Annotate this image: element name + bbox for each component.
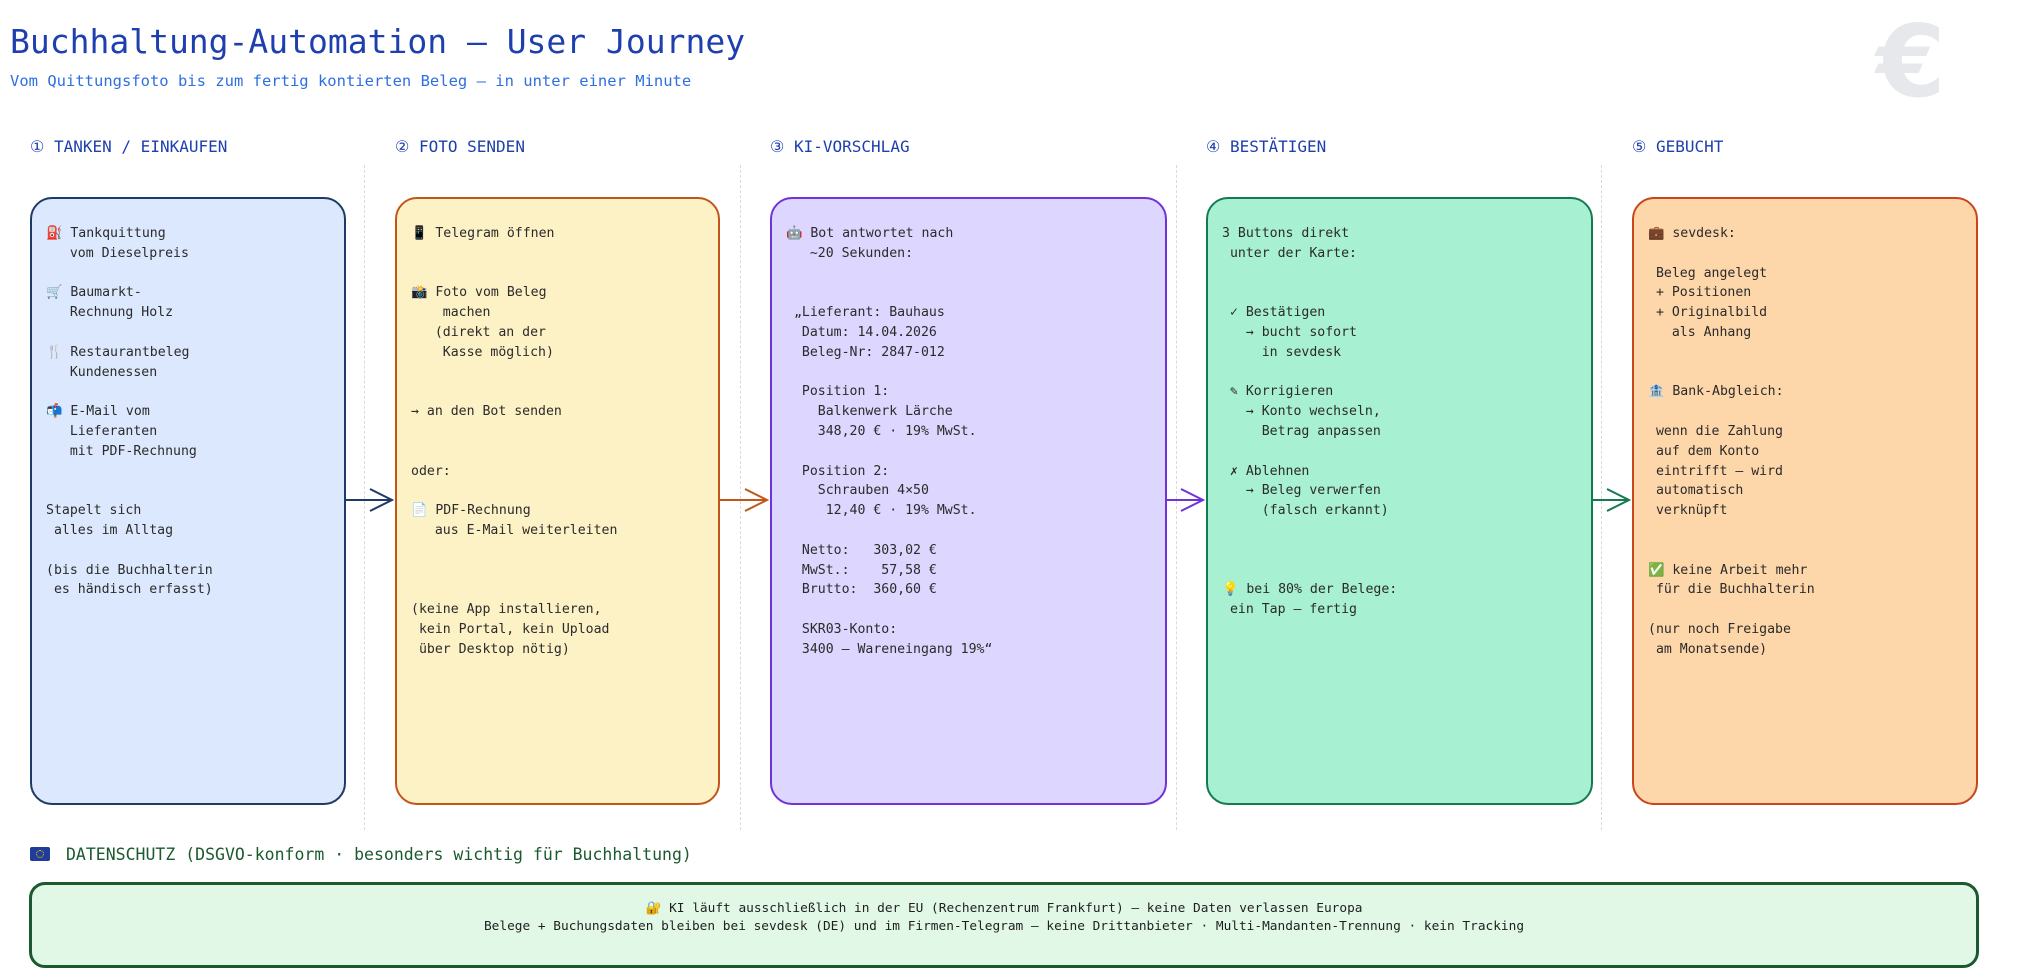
stage-2-number: ② xyxy=(395,137,410,156)
dsgvo-heading-text: DATENSCHUTZ (DSGVO-konform · besonders w… xyxy=(66,845,692,864)
arrow-1-to-2 xyxy=(346,488,395,512)
stage-divider xyxy=(1176,165,1177,830)
stage-3-card: 🤖 Bot antwortet nach ~20 Sekunden: „Lief… xyxy=(770,197,1167,805)
arrow-4-to-5 xyxy=(1593,488,1632,512)
eu-flag-icon xyxy=(30,847,50,861)
arrow-3-to-4 xyxy=(1167,488,1206,512)
dsgvo-heading: DATENSCHUTZ (DSGVO-konform · besonders w… xyxy=(30,845,692,864)
stage-1-card: ⛽ Tankquittung vom Dieselpreis 🛒 Baumark… xyxy=(30,197,346,805)
stage-4-title: BESTÄTIGEN xyxy=(1229,137,1327,156)
stage-divider xyxy=(1601,165,1602,830)
stage-divider xyxy=(364,165,365,830)
stage-2-text: 📱 Telegram öffnen 📸 Foto vom Beleg mache… xyxy=(411,226,618,657)
stage-3-number: ③ xyxy=(770,137,785,156)
stage-5-header: ⑤ GEBUCHT xyxy=(1632,137,1723,156)
stage-5-title: GEBUCHT xyxy=(1655,137,1724,156)
stage-2-card: 📱 Telegram öffnen 📸 Foto vom Beleg mache… xyxy=(395,197,720,805)
euro-watermark-icon: € xyxy=(1876,3,1946,120)
stage-5-card: 💼 sevdesk: Beleg angelegt + Positionen +… xyxy=(1632,197,1978,805)
stage-4-number: ④ xyxy=(1206,137,1221,156)
stage-1-header: ① TANKEN / EINKAUFEN xyxy=(30,137,227,156)
dsgvo-line-1: 🔐 KI läuft ausschließlich in der EU (Rec… xyxy=(645,901,1363,916)
stage-1-text: ⛽ Tankquittung vom Dieselpreis 🛒 Baumark… xyxy=(46,226,213,598)
page-title: Buchhaltung-Automation — User Journey xyxy=(10,22,746,61)
dsgvo-box: 🔐 KI läuft ausschließlich in der EU (Rec… xyxy=(29,882,1979,968)
dsgvo-line-2: Belege + Buchungsdaten bleiben bei sevde… xyxy=(483,919,1525,934)
stage-3-text: 🤖 Bot antwortet nach ~20 Sekunden: „Lief… xyxy=(786,226,993,657)
page-subtitle: Vom Quittungsfoto bis zum fertig kontier… xyxy=(10,72,692,90)
stage-1-number: ① xyxy=(30,137,45,156)
arrow-2-to-3 xyxy=(720,488,770,512)
stage-1-title: TANKEN / EINKAUFEN xyxy=(53,137,228,156)
stage-3-header: ③ KI-VORSCHLAG xyxy=(770,137,910,156)
stage-4-text: 3 Buttons direkt unter der Karte: ✓ Best… xyxy=(1222,226,1398,618)
stage-3-title: KI-VORSCHLAG xyxy=(793,137,910,156)
stage-2-header: ② FOTO SENDEN xyxy=(395,137,525,156)
stage-5-number: ⑤ xyxy=(1632,137,1647,156)
stage-4-header: ④ BESTÄTIGEN xyxy=(1206,137,1326,156)
stage-2-title: FOTO SENDEN xyxy=(418,137,525,156)
stage-divider xyxy=(740,165,741,830)
stage-5-text: 💼 sevdesk: Beleg angelegt + Positionen +… xyxy=(1648,226,1815,657)
stage-4-card: 3 Buttons direkt unter der Karte: ✓ Best… xyxy=(1206,197,1593,805)
